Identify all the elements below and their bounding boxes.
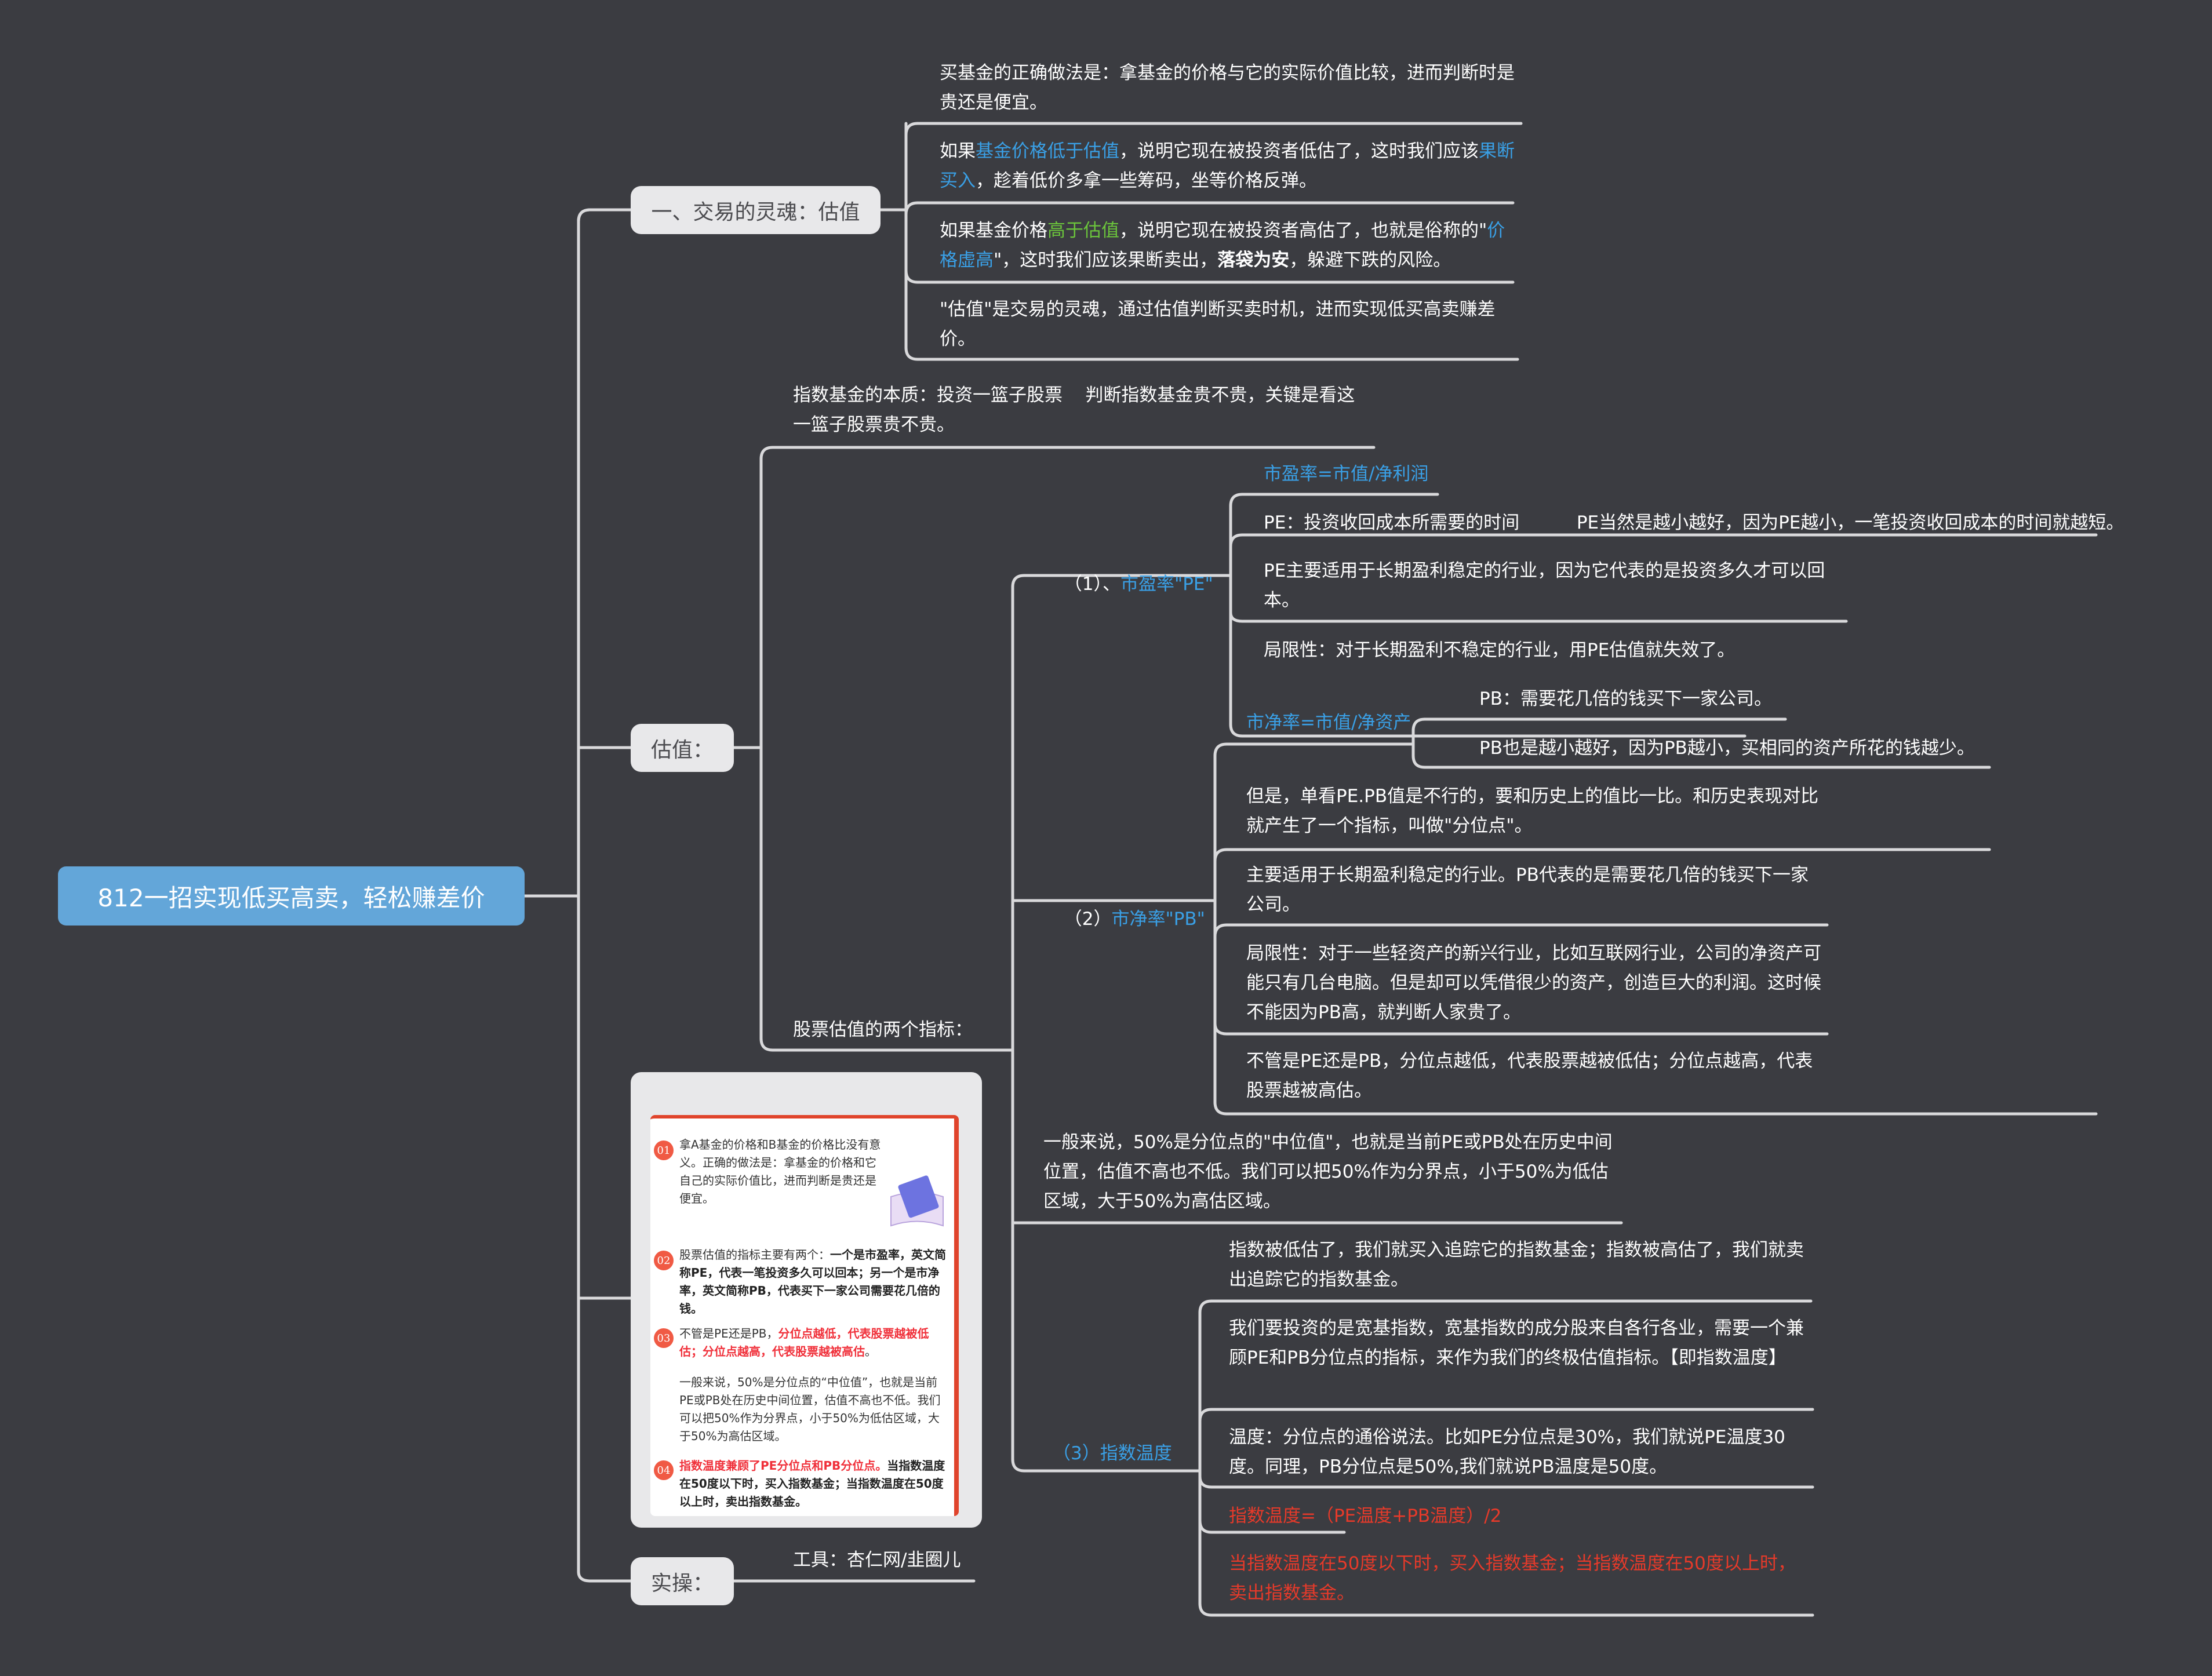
leaf-price-above-value[interactable]: 如果基金价格高于估值，说明它现在被投资者高估了，也就是俗称的"价格虚高"，这时我…	[940, 216, 1519, 275]
pe-topic[interactable]: （1）、市盈率"PE"	[1053, 540, 1213, 599]
root-topic[interactable]: 812一招实现低买高卖，轻松赚差价	[58, 866, 525, 926]
pe-item-time[interactable]: PE：投资收回成本所需要的时间 PE当然是越小越好，因为PE越小，一笔投资收回成…	[1264, 512, 2124, 533]
text-segment: 如果	[940, 141, 976, 162]
pb-item-percentile-meaning[interactable]: 不管是PE还是PB，分位点越低，代表股票越被低估；分位点越高，代表股票越被高估。	[1246, 1051, 1813, 1101]
branch-practice[interactable]: 实操：	[631, 1557, 734, 1605]
text-segment: 一个是市盈率，英文简称PE，代表一笔投资多久可以回本；另一个是市净率，英文简称P…	[679, 1248, 946, 1316]
temp-item-definition[interactable]: 温度：分位点的通俗说法。比如PE分位点是30%，我们就说PE温度30度。同理，P…	[1229, 1427, 1785, 1477]
leaf-correct-method[interactable]: 买基金的正确做法是：拿基金的价格与它的实际价值比较，进而判断时是贵还是便宜。	[940, 59, 1519, 118]
pe-prefix: （1）、	[1064, 574, 1120, 595]
badge-01: 01	[654, 1141, 674, 1160]
text-segment: 价格虚高	[940, 220, 1505, 271]
text-segment: 股票估值的指标主要有两个：	[679, 1248, 830, 1262]
text-segment: 分位点越低，代表股票越被低估；分位点越高，代表股票越被高估	[679, 1327, 929, 1358]
temp-item-rule[interactable]: 当指数温度在50度以下时，买入指数基金；当指数温度在50度以上时，卖出指数基金。	[1229, 1553, 1796, 1604]
text-segment: 指数温度兼顾了PE分位点和PB分位点。	[679, 1459, 887, 1473]
temp-topic[interactable]: （3）指数温度	[1053, 1443, 1172, 1464]
text-segment: "，这时我们应该果断卖出，	[994, 250, 1218, 271]
text-segment: ，说明它现在被投资者低估了，这时我们应该	[1119, 141, 1479, 162]
card-item-04: 指数温度兼顾了PE分位点和PB分位点。当指数温度在50度以下时，买入指数基金；当…	[679, 1457, 946, 1511]
text-segment: 拿A基金的价格和B基金的价格比没有意义。正确的做法是：拿基金的价格和它自己的实际…	[679, 1138, 881, 1205]
badge-03: 03	[654, 1328, 674, 1348]
text-segment: 如果基金价格	[940, 220, 1047, 241]
book-icon	[890, 1175, 944, 1227]
pb-item-applicable[interactable]: 主要适用于长期盈利稳定的行业。PB代表的是需要花几倍的钱买下一家公司。	[1246, 865, 1809, 915]
text-segment: "估值"是交易的灵魂，通过估值判断买卖时机，进而实现低买高卖赚差价。	[940, 299, 1496, 349]
branch-label: 估值：	[650, 738, 714, 762]
temp-item-broad-index[interactable]: 我们要投资的是宽基指数，宽基指数的成分股来自各行各业，需要一个兼顾PE和PB分位…	[1229, 1318, 1804, 1368]
branch-trading-soul[interactable]: 一、交易的灵魂：估值	[631, 186, 881, 234]
text-segment: 。	[865, 1345, 876, 1358]
pb-def[interactable]: PB：需要花几倍的钱买下一家公司。	[1479, 688, 1772, 709]
text-segment: 基金价格低于估值	[976, 141, 1119, 162]
leaf-price-below-value[interactable]: 如果基金价格低于估值，说明它现在被投资者低估了，这时我们应该果断买入，趁着低价多…	[940, 137, 1519, 196]
temp-intro[interactable]: 指数被低估了，我们就买入追踪它的指数基金；指数被高估了，我们就卖出追踪它的指数基…	[1229, 1240, 1804, 1290]
leaf-valuation-soul[interactable]: "估值"是交易的灵魂，通过估值判断买卖时机，进而实现低买高卖赚差价。	[940, 295, 1514, 354]
card-item-02: 股票估值的指标主要有两个：一个是市盈率，英文简称PE，代表一笔投资多久可以回本；…	[679, 1246, 946, 1318]
card-item-median: 一般来说，50%是分位点的“中位值”，也就是当前PE或PB处在历史中间位置，估值…	[679, 1373, 946, 1445]
pe-formula[interactable]: 市盈率=市值/净利润	[1264, 464, 1429, 484]
text-segment: 不管是PE还是PB，	[679, 1327, 778, 1340]
pe-item-applicable[interactable]: PE主要适用于长期盈利稳定的行业，因为它代表的是投资多久才可以回本。	[1264, 560, 1825, 611]
badge-04: 04	[654, 1460, 674, 1480]
text-segment: 当指数温度在50度以下时，买入指数基金；当指数温度在50度以上时，卖出指数基金。	[679, 1459, 945, 1509]
temp-item-formula[interactable]: 指数温度=（PE温度+PB温度）/2	[1229, 1506, 1502, 1526]
card-item-03: 不管是PE还是PB，分位点越低，代表股票越被低估；分位点越高，代表股票越被高估。	[679, 1325, 946, 1361]
image-card-content: 01 拿A基金的价格和B基金的价格比没有意义。正确的做法是：拿基金的价格和它自己…	[650, 1115, 959, 1516]
text-segment: ，说明它现在被投资者高估了，也就是俗称的"	[1119, 220, 1487, 241]
pb-item-limitation[interactable]: 局限性：对于一些轻资产的新兴行业，比如互联网行业，公司的净资产可能只有几台电脑。…	[1246, 943, 1821, 1023]
leaf-index-fund-essence[interactable]: 指数基金的本质：投资一篮子股票 判断指数基金贵不贵，关键是看这一篮子股票贵不贵。	[793, 385, 1355, 435]
text-segment: 买基金的正确做法是：拿基金的价格与它的实际价值比较，进而判断时是贵还是便宜。	[940, 63, 1515, 113]
branch-label: 一、交易的灵魂：估值	[651, 200, 860, 224]
pe-title: 市盈率"PE"	[1120, 574, 1213, 595]
leaf-tools[interactable]: 工具：杏仁网/韭圈儿	[793, 1546, 961, 1575]
branch-valuation[interactable]: 估值：	[631, 724, 734, 772]
pb-formula[interactable]: 市净率=市值/净资产	[1246, 712, 1411, 733]
text-segment: 一般来说，50%是分位点的“中位值”，也就是当前PE或PB处在历史中间位置，估值…	[679, 1375, 941, 1443]
pe-item-limitation[interactable]: 局限性：对于长期盈利不稳定的行业，用PE估值就失效了。	[1264, 640, 1736, 661]
pb-prefix: （2）	[1064, 909, 1112, 930]
text-segment: 果断买入	[940, 141, 1515, 191]
text-segment: 工具：杏仁网/韭圈儿	[793, 1550, 961, 1571]
pb-smaller-better[interactable]: PB也是越小越好，因为PB越小，买相同的资产所花的钱越少。	[1479, 738, 1975, 759]
pb-item-percentile[interactable]: 但是，单看PE.PB值是不行的，要和历史上的值比一比。和历史表现对比就产生了一个…	[1246, 786, 1819, 836]
root-title: 812一招实现低买高卖，轻松赚差价	[97, 883, 485, 912]
leaf-median-50[interactable]: 一般来说，50%是分位点的"中位值"，也就是当前PE或PB处在历史中间位置，估值…	[1043, 1132, 1613, 1212]
branch-label: 实操：	[650, 1571, 714, 1595]
text-segment: ，躲避下跌的风险。	[1289, 250, 1451, 271]
badge-02: 02	[654, 1251, 674, 1270]
image-card[interactable]: 01 拿A基金的价格和B基金的价格比没有意义。正确的做法是：拿基金的价格和它自己…	[631, 1072, 982, 1528]
pb-topic[interactable]: （2）市净率"PB"	[1053, 875, 1205, 934]
pb-title: 市净率"PB"	[1111, 909, 1205, 930]
text-segment: 高于估值	[1047, 220, 1119, 241]
text-segment: 落袋为安	[1217, 250, 1290, 271]
card-item-01: 拿A基金的价格和B基金的价格比没有意义。正确的做法是：拿基金的价格和它自己的实际…	[679, 1136, 882, 1208]
text-segment: ，趁着低价多拿一些筹码，坐等价格反弹。	[976, 170, 1317, 191]
leaf-two-indicators[interactable]: 股票估值的两个指标：	[793, 1019, 973, 1040]
